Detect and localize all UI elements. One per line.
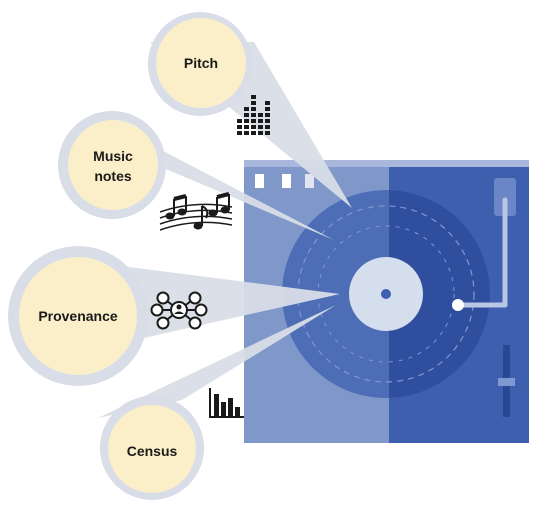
- turntable-top-edge: [244, 160, 529, 167]
- tonearm-base: [494, 178, 516, 216]
- record-platter-shade: [389, 190, 490, 398]
- record-spindle: [381, 289, 391, 299]
- tonearm-head: [452, 299, 464, 311]
- music-notes-icon: [159, 192, 233, 231]
- label-census: Census: [127, 443, 178, 459]
- bubble-provenance: [19, 257, 137, 375]
- callout-beam-census: [98, 305, 336, 418]
- slider-indicator: [255, 174, 264, 188]
- bubbles: [19, 18, 246, 493]
- network-icon: [150, 291, 208, 330]
- turntable: [244, 160, 529, 443]
- bubble-pitch: [156, 18, 246, 108]
- bubble-music-notes: [68, 120, 158, 210]
- label-pitch: Pitch: [184, 55, 218, 71]
- pitch-slider-knob: [498, 378, 515, 386]
- equalizer-icon: [237, 95, 270, 135]
- slider-indicator: [305, 174, 314, 188]
- bar-chart-icon: [209, 388, 244, 418]
- label-provenance: Provenance: [38, 308, 118, 324]
- label-music-notes-line1: Music: [93, 148, 133, 164]
- bubble-census: [108, 405, 196, 493]
- slider-indicator: [282, 174, 291, 188]
- label-music-notes-line2: notes: [94, 168, 132, 184]
